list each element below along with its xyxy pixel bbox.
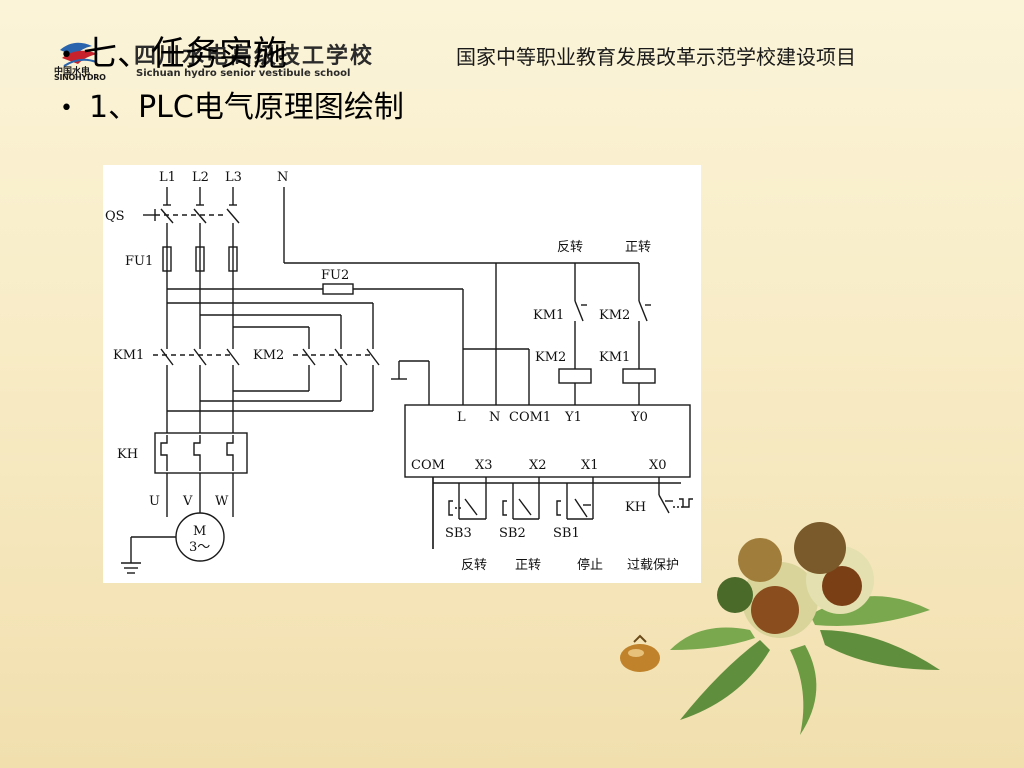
bullet-dot: • [60, 43, 73, 68]
bullet-text: 七、任务实施 [82, 34, 287, 74]
caption-forward: 正转 [515, 558, 541, 573]
chestnut-burr-icon [717, 522, 874, 638]
label-forward-top: 正转 [625, 240, 651, 255]
caption-reverse: 反转 [461, 558, 487, 573]
label-KM1-nc: KM1 [533, 308, 564, 323]
caption-overload: 过载保护 [627, 558, 679, 573]
logo-chinese-text: 中国水电 [54, 67, 91, 77]
thermal-relay-KH: KH U V W [117, 432, 248, 517]
label-KM1-coil: KM1 [599, 350, 630, 365]
main-contactors: KM1 KM2 [113, 348, 380, 433]
plc-terminal-X3: X3 [475, 458, 493, 473]
plc-terminal-COM1: COM1 [509, 410, 551, 425]
label-KM1-main: KM1 [113, 348, 144, 363]
label-V: V [182, 494, 193, 509]
label-reverse-top: 反转 [557, 240, 583, 255]
plc-terminal-Y0: Y0 [630, 410, 648, 425]
plc-terminal-X1: X1 [581, 458, 599, 473]
plc-terminal-X0: X0 [649, 458, 667, 473]
label-KM2-coil: KM2 [535, 350, 566, 365]
label-KH: KH [117, 447, 138, 462]
bullet-dot: • [60, 96, 73, 121]
plc-schematic-diagram: L1 L2 L3 N QS FU1 [103, 165, 701, 583]
label-L1: L1 [159, 170, 176, 185]
sinohydro-logo-icon [60, 42, 98, 67]
single-chestnut-icon [620, 634, 660, 672]
slide-header: 中国水电 SINOHYDRO 四川水电高级技工学校 Sichuan hydro … [0, 0, 1024, 90]
label-SB3: SB3 [445, 526, 472, 541]
label-L3: L3 [225, 170, 242, 185]
motor-M: M 3～ [121, 512, 225, 574]
school-name-english: Sichuan hydro senior vestibule school [136, 68, 351, 79]
label-SB1: SB1 [553, 526, 580, 541]
label-KM2-nc: KM2 [599, 308, 630, 323]
bullet-subtitle: • 1、PLC电气原理图绘制 [60, 82, 404, 126]
label-W: W [215, 494, 229, 509]
chestnut-decoration-icon [620, 522, 940, 735]
label-KM2-main: KM2 [253, 348, 284, 363]
label-FU2: FU2 [321, 268, 349, 283]
plc-unit: L N COM1 Y1 Y0 COM X3 X2 X1 X0 [404, 404, 691, 478]
label-KH-input: KH [625, 500, 646, 515]
control-supply: FU2 [167, 187, 639, 426]
logo-english-text: SINOHYDRO [54, 73, 106, 82]
label-L2: L2 [192, 170, 209, 185]
power-lines: L1 L2 L3 N QS FU1 [105, 170, 374, 349]
plc-terminal-L: L [457, 410, 466, 425]
plc-terminal-X2: X2 [529, 458, 547, 473]
bullet-section-title: • 七、任务实施 [60, 26, 287, 75]
label-U: U [149, 494, 160, 509]
project-title: 国家中等职业教育发展改革示范学校建设项目 [456, 45, 856, 69]
caption-stop: 停止 [577, 557, 603, 573]
schematic-svg: L1 L2 L3 N QS FU1 [105, 170, 693, 574]
label-SB2: SB2 [499, 526, 526, 541]
label-FU1: FU1 [125, 254, 153, 269]
label-M-3phase: 3～ [189, 540, 210, 555]
plc-terminal-Y1: Y1 [564, 410, 582, 425]
school-name-chinese: 四川水电高级技工学校 [134, 44, 375, 69]
label-QS: QS [105, 209, 125, 224]
plc-terminal-COM: COM [411, 458, 445, 473]
plc-terminal-N: N [489, 410, 500, 425]
input-circuit: SB3 SB2 SB1 KH 反转 正转 停止 [432, 477, 693, 573]
label-M: M [193, 524, 206, 539]
output-interlock: 反转 正转 KM1 KM2 KM2 KM1 [533, 240, 656, 405]
bullet-text: 1、PLC电气原理图绘制 [88, 90, 404, 125]
label-N: N [277, 170, 288, 185]
